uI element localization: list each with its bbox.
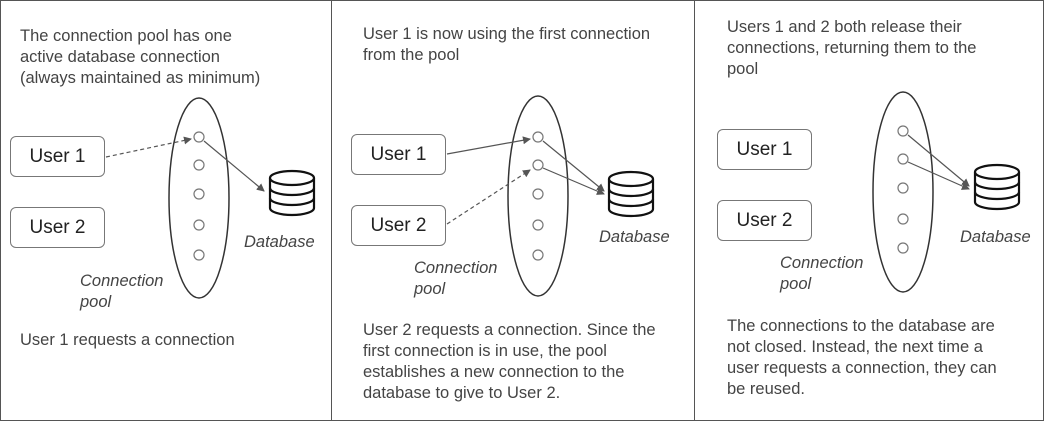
user-1-box: User 1 [10, 136, 105, 177]
database-label: Database [599, 228, 670, 246]
panel-1-graphics [105, 97, 316, 299]
panel-1-top-text: The connection pool has one active datab… [20, 26, 260, 89]
connection-slot [897, 125, 909, 137]
user-2-box: User 2 [351, 205, 446, 246]
panel-3-top-text: Users 1 and 2 both release their connect… [727, 17, 976, 80]
text-line: Connection [80, 272, 164, 290]
panel-3-bottom-text: The connections to the database are not … [727, 316, 997, 400]
panel-2-bottom-text: User 2 requests a connection. Since the … [363, 320, 656, 404]
connection-arrow [907, 161, 970, 190]
panel-divider [694, 0, 695, 421]
user-1-connection-arrow [446, 136, 531, 155]
pool-label: Connection pool [414, 258, 497, 300]
text-line: pool [780, 275, 812, 293]
panel-2-top-text: User 1 is now using the first connection… [363, 24, 650, 66]
text-line: not closed. Instead, the next time a [727, 338, 983, 356]
user-2-box: User 2 [10, 207, 105, 248]
panel-1: The connection pool has one active datab… [0, 0, 331, 421]
text-line: connections, returning them to the [727, 39, 977, 57]
connection-arrow [907, 134, 970, 187]
text-line: Users 1 and 2 both release their [727, 18, 962, 36]
database-label: Database [960, 228, 1031, 246]
text-line: from the pool [363, 46, 460, 64]
pool-ellipse [168, 97, 230, 299]
pool-ellipse [507, 95, 569, 297]
text-line: pool [414, 280, 446, 298]
connection-slot [532, 249, 544, 261]
panel-2-graphics [446, 95, 655, 297]
text-line: User 1 requests a connection [20, 331, 235, 349]
panel-2: User 1 is now using the first connection… [332, 0, 694, 421]
text-line: (always maintained as minimum) [20, 69, 261, 87]
pool-label: Connection pool [780, 253, 863, 295]
connection-slot [532, 219, 544, 231]
database-icon [973, 163, 1021, 211]
text-line: Connection [414, 259, 498, 277]
panel-3-graphics [872, 91, 1021, 293]
pool-label: Connection pool [80, 271, 163, 313]
text-line: user requests a connection, they can [727, 359, 997, 377]
text-line: database to give to User 2. [363, 384, 561, 402]
connection-arrow [542, 167, 605, 195]
connection-slot [193, 131, 205, 143]
text-line: pool [727, 60, 759, 78]
connection-slot [897, 213, 909, 225]
text-line: pool [80, 293, 112, 311]
text-line: be reused. [727, 380, 805, 398]
panel-3: Users 1 and 2 both release their connect… [695, 0, 1044, 421]
text-line: The connection pool has one [20, 27, 232, 45]
connection-slot [193, 249, 205, 261]
database-label: Database [244, 233, 315, 251]
connection-slot [193, 159, 205, 171]
connection-slot [897, 153, 909, 165]
connection-slot [532, 159, 544, 171]
text-line: Connection [780, 254, 864, 272]
request-arrow [446, 169, 531, 225]
user-2-box: User 2 [717, 200, 812, 241]
database-icon [268, 169, 316, 217]
text-line: establishes a new connection to the [363, 363, 625, 381]
database-icon [607, 170, 655, 218]
connection-slot [532, 131, 544, 143]
connection-slot [193, 219, 205, 231]
text-line: User 1 is now using the first connection [363, 25, 651, 43]
panel-1-bottom-text: User 1 requests a connection [20, 330, 235, 351]
connection-slot [897, 182, 909, 194]
panel-divider [331, 0, 332, 421]
connection-slot [897, 242, 909, 254]
user-1-box: User 1 [351, 134, 446, 175]
connection-slot [193, 188, 205, 200]
text-line: first connection is in use, the pool [363, 342, 607, 360]
connection-arrow [203, 140, 265, 192]
connection-arrow [542, 140, 605, 192]
pool-ellipse [872, 91, 934, 293]
text-line: User 2 requests a connection. Since the [363, 321, 656, 339]
text-line: active database connection [20, 48, 220, 66]
user-1-box: User 1 [717, 129, 812, 170]
connection-slot [532, 188, 544, 200]
text-line: The connections to the database are [727, 317, 995, 335]
request-arrow [105, 136, 192, 158]
